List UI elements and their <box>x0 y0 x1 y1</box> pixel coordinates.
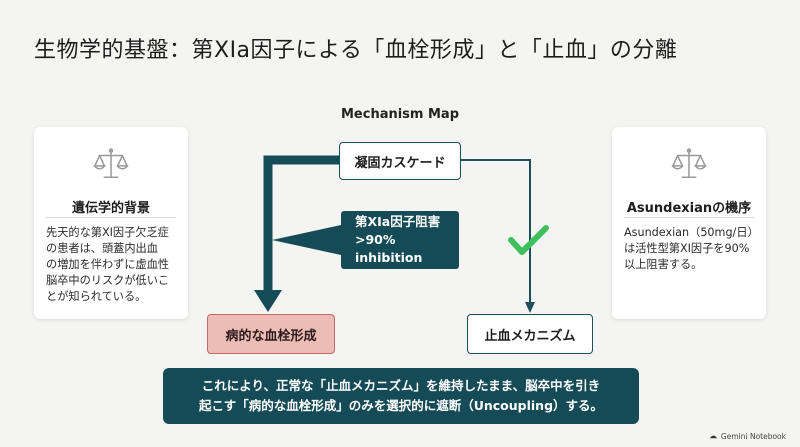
pathologic-thrombosis-box: 病的な血栓形成 <box>207 314 335 354</box>
card-text-line: 先天的な第XI因子欠乏症 <box>46 226 169 239</box>
inhibitor-label: 第XIa因子阻害 <box>355 214 441 229</box>
genetic-background-card: 遺伝学的背景 先天的な第XI因子欠乏症 の患者は、頭蓋内出血 の増加を伴わずに虚… <box>34 127 188 319</box>
mechanism-map-title: Mechanism Map <box>340 107 460 122</box>
card-text: Asundexian（50mg/日） は活性型第XI因子を90% 以上阻害する。 <box>624 225 759 273</box>
inhibitor-percent: >90% inhibition <box>355 232 423 265</box>
coagulation-cascade-box: 凝固カスケード <box>339 142 461 180</box>
card-text: 先天的な第XI因子欠乏症 の患者は、頭蓋内出血 の増加を伴わずに虚血性 脳卒中の… <box>46 225 178 305</box>
card-text-line: 脳卒中のリスクが低いこ <box>46 274 170 287</box>
card-text-line: とが知られている。 <box>46 290 147 303</box>
scale-icon <box>671 148 707 179</box>
page-title: 生物学的基盤：第XIa因子による「血栓形成」と「止血」の分離 <box>34 38 678 63</box>
preserved-pathway-arrow <box>459 159 531 303</box>
callout-line: これにより、正常な「止血メカニズム」を維持したまま、脳卒中を引き <box>201 378 601 393</box>
callout-line: 起こす「病的な血栓形成」のみを選択的に遮断（Uncoupling）する。 <box>198 398 604 413</box>
card-divider <box>624 217 754 218</box>
card-text-line: の患者は、頭蓋内出血 <box>46 242 158 255</box>
blocked-pathway-arrow <box>263 155 339 293</box>
inhibitor-pointer <box>272 225 341 255</box>
hemostasis-mechanism-box: 止血メカニズム <box>467 314 593 354</box>
preserved-pathway-arrowhead <box>525 302 535 313</box>
blocked-pathway-arrowhead <box>254 290 282 312</box>
card-title: Asundexianの機序 <box>626 201 752 216</box>
watermark-text: Gemini Notebook <box>720 432 786 441</box>
scale-icon <box>93 148 129 179</box>
card-text-line: 以上阻害する。 <box>624 258 703 271</box>
fxia-inhibition-box: 第XIa因子阻害 >90% inhibition <box>341 211 459 269</box>
asundexian-mechanism-card: Asundexianの機序 Asundexian（50mg/日） は活性型第XI… <box>612 127 766 319</box>
card-text-line: Asundexian（50mg/日） <box>624 226 759 239</box>
card-divider <box>46 217 176 218</box>
notebook-logo-icon <box>709 435 718 439</box>
conclusion-callout: これにより、正常な「止血メカニズム」を維持したまま、脳卒中を引き 起こす「病的な… <box>163 368 639 424</box>
checkmark-icon <box>508 225 549 255</box>
card-text-line: の増加を伴わずに虚血性 <box>46 258 170 271</box>
card-text-line: は活性型第XI因子を90% <box>624 242 750 255</box>
watermark: Gemini Notebook <box>709 432 786 441</box>
card-title: 遺伝学的背景 <box>71 201 150 216</box>
